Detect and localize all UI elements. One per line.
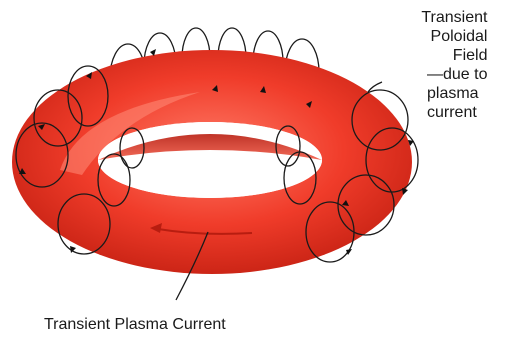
poloidal-label-line6: current — [383, 103, 487, 122]
poloidal-label-line1: Transient — [383, 8, 487, 27]
poloidal-label-line2: Poloidal — [383, 27, 487, 46]
poloidal-label-line4: —due to — [383, 65, 487, 84]
plasma-current-label: Transient Plasma Current — [44, 315, 226, 334]
poloidal-field-label: Transient Poloidal Field —due to plasma … — [383, 8, 487, 122]
poloidal-label-line5: plasma — [383, 84, 487, 103]
poloidal-label-line3: Field — [383, 46, 487, 65]
